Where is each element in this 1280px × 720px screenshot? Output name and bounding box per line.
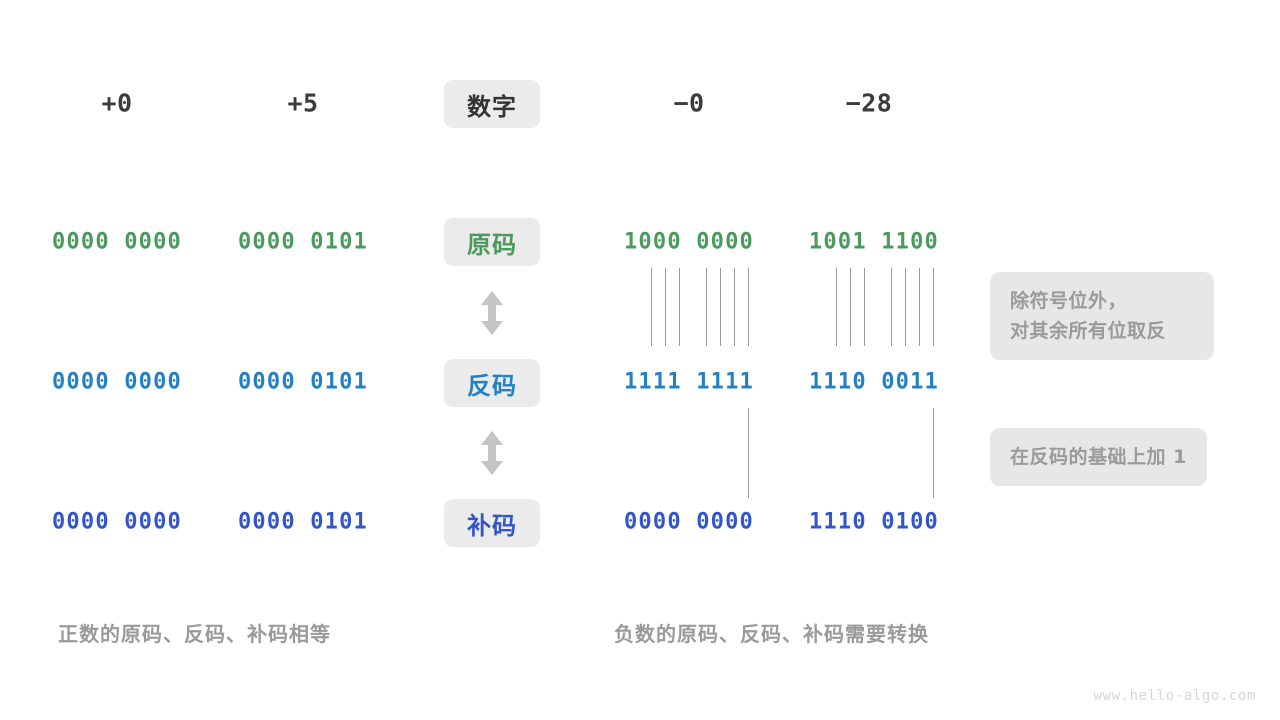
carry-line (748, 408, 749, 498)
invert-line (665, 268, 666, 346)
note-invert-bits: 除符号位外， 对其余所有位取反 (990, 272, 1214, 360)
twos-complement-plus-zero: 0000 0000 (51, 509, 183, 535)
caption-positive: 正数的原码、反码、补码相等 (58, 622, 331, 646)
invert-line (720, 268, 721, 346)
header-number-minus-zero: −0 (673, 88, 705, 118)
double-arrow-icon-ones-to-twos (475, 429, 509, 477)
header-number-plus-zero: +0 (101, 88, 133, 118)
ones-complement-minus-zero: 1111 1111 (623, 369, 755, 395)
carry-line (933, 408, 934, 498)
row-label-twos-complement: 补码 (444, 499, 540, 547)
invert-line (891, 268, 892, 346)
invert-line (706, 268, 707, 346)
row-label-number: 数字 (444, 80, 540, 128)
row-label-true-form: 原码 (444, 218, 540, 266)
row-label-ones-complement: 反码 (444, 359, 540, 407)
invert-line (919, 268, 920, 346)
ones-complement-minus-twentyeight: 1110 0011 (808, 369, 940, 395)
note-add-one: 在反码的基础上加 1 (990, 428, 1207, 486)
header-number-minus-twentyeight: −28 (845, 88, 893, 118)
true-form-plus-zero: 0000 0000 (51, 229, 183, 255)
invert-line (864, 268, 865, 346)
ones-complement-plus-zero: 0000 0000 (51, 369, 183, 395)
invert-line (836, 268, 837, 346)
invert-line (679, 268, 680, 346)
twos-complement-plus-five: 0000 0101 (237, 509, 369, 535)
ones-complement-plus-five: 0000 0101 (237, 369, 369, 395)
caption-negative: 负数的原码、反码、补码需要转换 (614, 622, 929, 646)
invert-line (748, 268, 749, 346)
twos-complement-minus-twentyeight: 1110 0100 (808, 509, 940, 535)
true-form-minus-twentyeight: 1001 1100 (808, 229, 940, 255)
header-number-plus-five: +5 (287, 88, 319, 118)
invert-line (850, 268, 851, 346)
invert-line (651, 268, 652, 346)
watermark: www.hello-algo.com (1093, 688, 1256, 704)
double-arrow-icon-true-to-ones (475, 289, 509, 337)
true-form-minus-zero: 1000 0000 (623, 229, 755, 255)
twos-complement-minus-zero: 0000 0000 (623, 509, 755, 535)
invert-line (905, 268, 906, 346)
invert-line (933, 268, 934, 346)
invert-line (734, 268, 735, 346)
true-form-plus-five: 0000 0101 (237, 229, 369, 255)
